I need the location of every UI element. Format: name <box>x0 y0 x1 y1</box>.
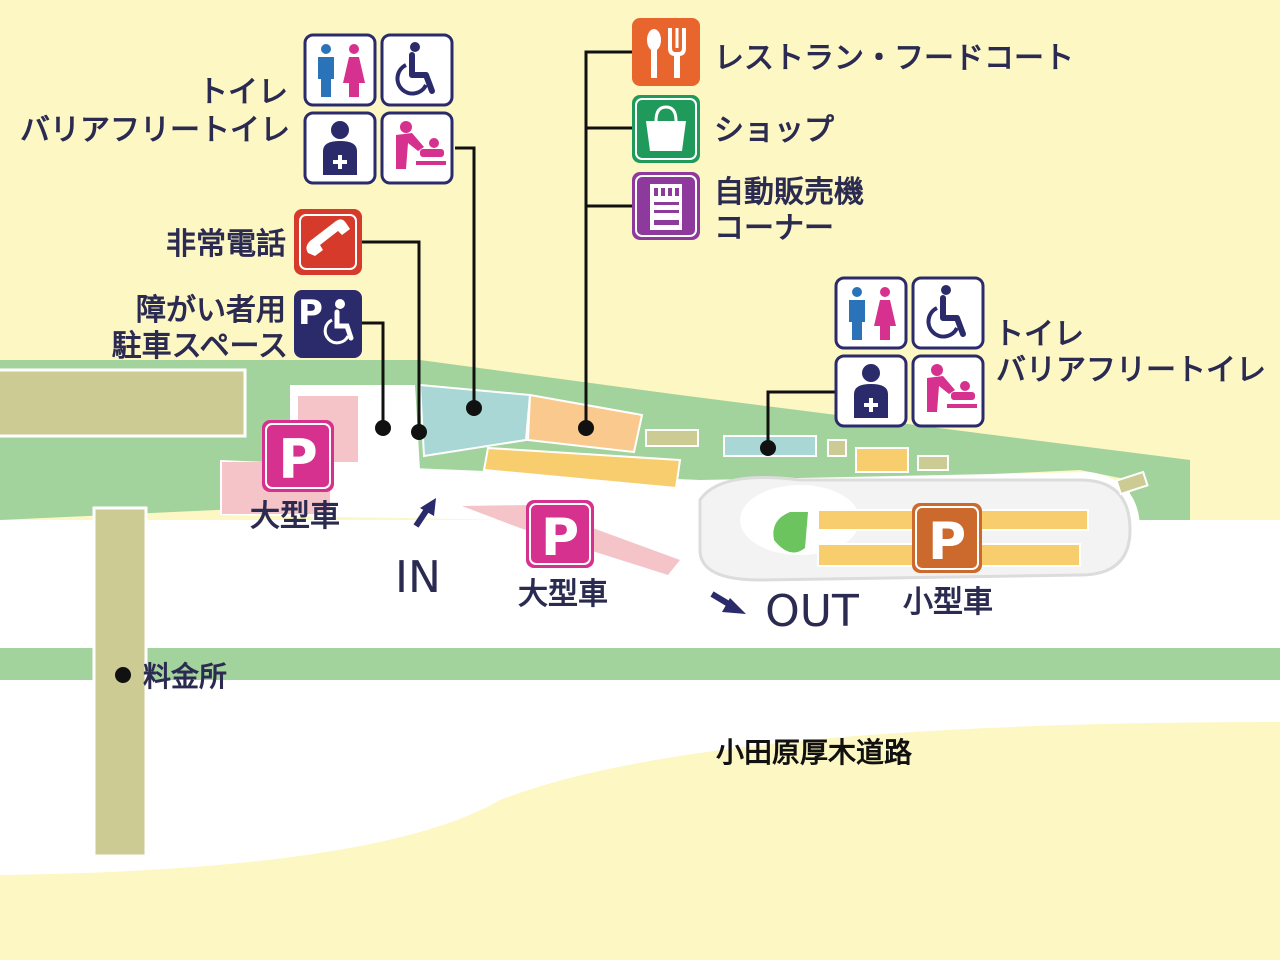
vending-machine-icon <box>632 172 700 240</box>
emergency-phone-label: 非常電話 <box>166 227 286 262</box>
wheelchair-icon <box>382 35 452 105</box>
road-lower <box>0 680 1280 875</box>
accessible-parking-label-line2: 駐車スペース <box>112 329 288 364</box>
building-small-2 <box>827 439 847 457</box>
shop-icon <box>632 95 700 163</box>
toilet-icon-group-left <box>303 33 454 185</box>
parking-icon: P <box>912 503 982 573</box>
parking-icon: P <box>526 500 594 568</box>
vending-label-line2: コーナー <box>714 211 834 246</box>
svg-text:P: P <box>928 512 966 572</box>
exit-label: OUT <box>765 586 859 637</box>
exit-arrow-icon <box>710 591 746 614</box>
phone-icon <box>294 209 362 275</box>
toilet-right-label-line2: バリアフリートイレ <box>996 353 1266 388</box>
ostomate-icon <box>834 354 908 428</box>
left-building <box>0 368 247 438</box>
large-vehicle-label-center: 大型車 <box>518 577 608 612</box>
entry-arrow-icon <box>413 498 436 528</box>
wheelchair-icon <box>913 278 983 348</box>
leader-dots <box>115 400 776 683</box>
building-small-4 <box>917 455 949 471</box>
toilet-right-label-line1: トイレ <box>994 317 1084 352</box>
ostomate-icon <box>303 111 377 185</box>
green-strip-lower <box>0 648 1280 680</box>
svg-text:P: P <box>541 508 579 568</box>
toilet-icon <box>834 276 908 350</box>
toilet-icon-group-right <box>834 276 985 428</box>
toilet-icon <box>303 33 377 107</box>
building-small-1 <box>645 429 699 447</box>
parking-icon: P <box>262 420 334 492</box>
building-small-3 <box>855 447 909 473</box>
toll-gate-structure <box>92 506 148 858</box>
baby-changing-icon <box>380 111 454 185</box>
restaurant-icon <box>632 18 700 86</box>
accessible-parking-icon: P <box>294 290 362 358</box>
building-small-5 <box>1115 470 1149 496</box>
svg-text:P: P <box>278 428 318 491</box>
svg-text:P: P <box>298 293 323 333</box>
green-island <box>773 512 808 553</box>
road-name-label: 小田原厚木道路 <box>716 736 913 769</box>
vending-label-line1: 自動販売機 <box>714 175 864 210</box>
large-vehicle-label-left: 大型車 <box>250 499 340 534</box>
toilet-left-label-line1: トイレ <box>198 75 288 110</box>
accessible-parking-label-line1: 障がい者用 <box>136 293 286 328</box>
entry-label: IN <box>395 552 441 603</box>
toll-gate-label: 料金所 <box>143 660 227 693</box>
toilet-left-label-line2: バリアフリートイレ <box>20 113 290 148</box>
shop-label: ショップ <box>714 113 835 148</box>
leader-lines <box>362 50 835 448</box>
baby-changing-icon <box>911 354 985 428</box>
toll-gate-dot <box>115 667 131 683</box>
small-vehicle-label: 小型車 <box>903 585 993 620</box>
small-vehicle-lot-upper <box>482 446 682 490</box>
restaurant-label: レストラン・フードコート <box>714 41 1074 76</box>
